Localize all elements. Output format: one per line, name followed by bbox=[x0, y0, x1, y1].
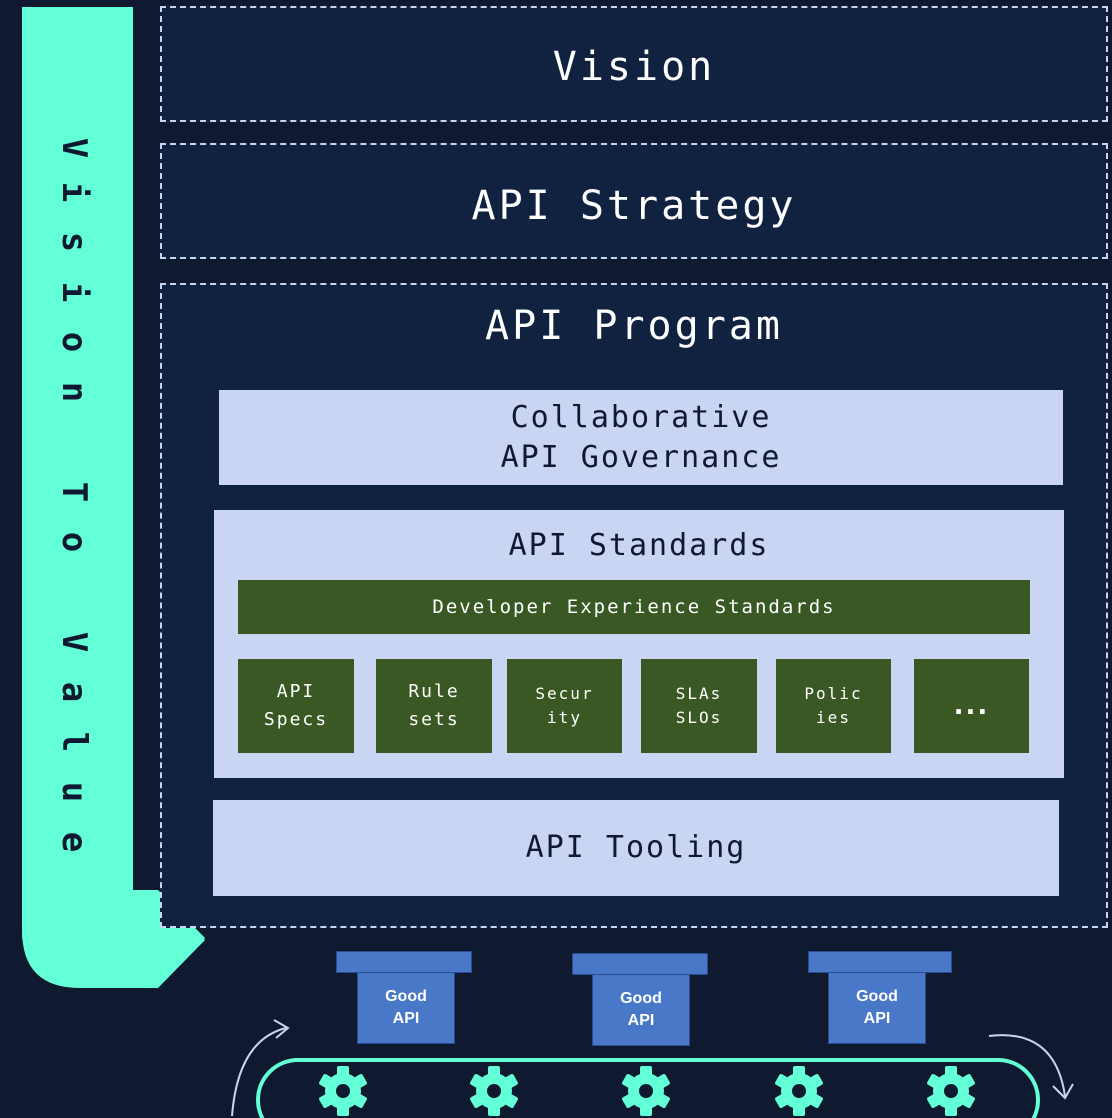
good-api-lid bbox=[336, 951, 472, 973]
standard-label-line1: API bbox=[276, 681, 316, 702]
vtl-letter: V bbox=[54, 137, 94, 159]
vision-to-value-arrow-tip bbox=[22, 880, 205, 988]
curved-arrow-left-icon bbox=[231, 1019, 290, 1117]
vtl-letter: l bbox=[54, 731, 94, 753]
governance-line1: Collaborative bbox=[510, 400, 772, 435]
vtl-letter: T bbox=[54, 481, 94, 503]
vision-title: Vision bbox=[552, 44, 716, 90]
standard-label-line2: sets bbox=[408, 709, 460, 730]
vtl-letter: i bbox=[54, 181, 94, 203]
standard-label-line2: ies bbox=[816, 708, 851, 727]
gear-icon bbox=[622, 1066, 670, 1116]
vision-to-value-arrow bbox=[22, 7, 205, 940]
gear-icon bbox=[470, 1066, 518, 1116]
good-api-line2: API bbox=[627, 1012, 655, 1029]
governance-panel: Collaborative API Governance bbox=[219, 390, 1063, 485]
standard-more-label: ... bbox=[953, 691, 990, 721]
good-api-line1: Good bbox=[856, 988, 898, 1005]
vtl-letter: n bbox=[54, 381, 94, 403]
good-api-line1: Good bbox=[620, 990, 662, 1007]
standards-title: API Standards bbox=[508, 528, 770, 563]
vtl-letter: u bbox=[54, 781, 94, 803]
good-api-box: Good API bbox=[592, 974, 690, 1046]
gear-icon bbox=[927, 1066, 975, 1116]
tooling-label: API Tooling bbox=[525, 830, 747, 865]
standard-label-line1: SLAs bbox=[675, 684, 723, 703]
good-api-lid bbox=[808, 951, 952, 973]
curved-arrow-right-icon bbox=[988, 1034, 1074, 1100]
developer-experience-bar: Developer Experience Standards bbox=[238, 580, 1030, 634]
governance-line2: API Governance bbox=[500, 440, 782, 475]
vtl-letter: a bbox=[54, 681, 94, 703]
conveyor-belt-loop bbox=[256, 1058, 1040, 1118]
gear-icon bbox=[319, 1066, 367, 1116]
vtl-letter: s bbox=[54, 231, 94, 253]
tooling-panel: API Tooling bbox=[213, 800, 1059, 896]
api-strategy-title: API Strategy bbox=[471, 183, 797, 229]
vision-layer: Vision bbox=[160, 6, 1108, 122]
vtl-letter: e bbox=[54, 831, 94, 853]
good-api-line1: Good bbox=[385, 988, 427, 1005]
standard-label-line2: SLOs bbox=[675, 708, 723, 727]
good-api-line2: API bbox=[392, 1010, 420, 1027]
standard-api-specs: API Specs bbox=[238, 659, 354, 753]
vtl-letter: o bbox=[54, 531, 94, 553]
vtl-letter: o bbox=[54, 331, 94, 353]
developer-experience-label: Developer Experience Standards bbox=[432, 596, 836, 618]
gear-icon bbox=[775, 1066, 823, 1116]
standard-label-line1: Secur bbox=[535, 684, 594, 703]
standard-label-line2: ity bbox=[547, 708, 582, 727]
vtl-letter: V bbox=[54, 631, 94, 653]
api-program-title: API Program bbox=[485, 303, 783, 349]
standard-security: Secur ity bbox=[507, 659, 622, 753]
good-api-box: Good API bbox=[357, 972, 455, 1044]
conveyor-belt bbox=[256, 1058, 1040, 1118]
standard-label-line2: Specs bbox=[263, 709, 329, 730]
standard-label-line1: Rule bbox=[408, 681, 460, 702]
api-strategy-layer: API Strategy bbox=[160, 143, 1108, 259]
good-api-lid bbox=[572, 953, 708, 975]
good-api-line2: API bbox=[863, 1010, 891, 1027]
standard-slas-slos: SLAs SLOs bbox=[641, 659, 757, 753]
standard-policies: Polic ies bbox=[776, 659, 891, 753]
good-api-box: Good API bbox=[828, 972, 926, 1044]
standard-more: ... bbox=[914, 659, 1029, 753]
standard-label-line1: Polic bbox=[804, 684, 863, 703]
vtl-letter: i bbox=[54, 281, 94, 303]
standard-rulesets: Rule sets bbox=[376, 659, 492, 753]
